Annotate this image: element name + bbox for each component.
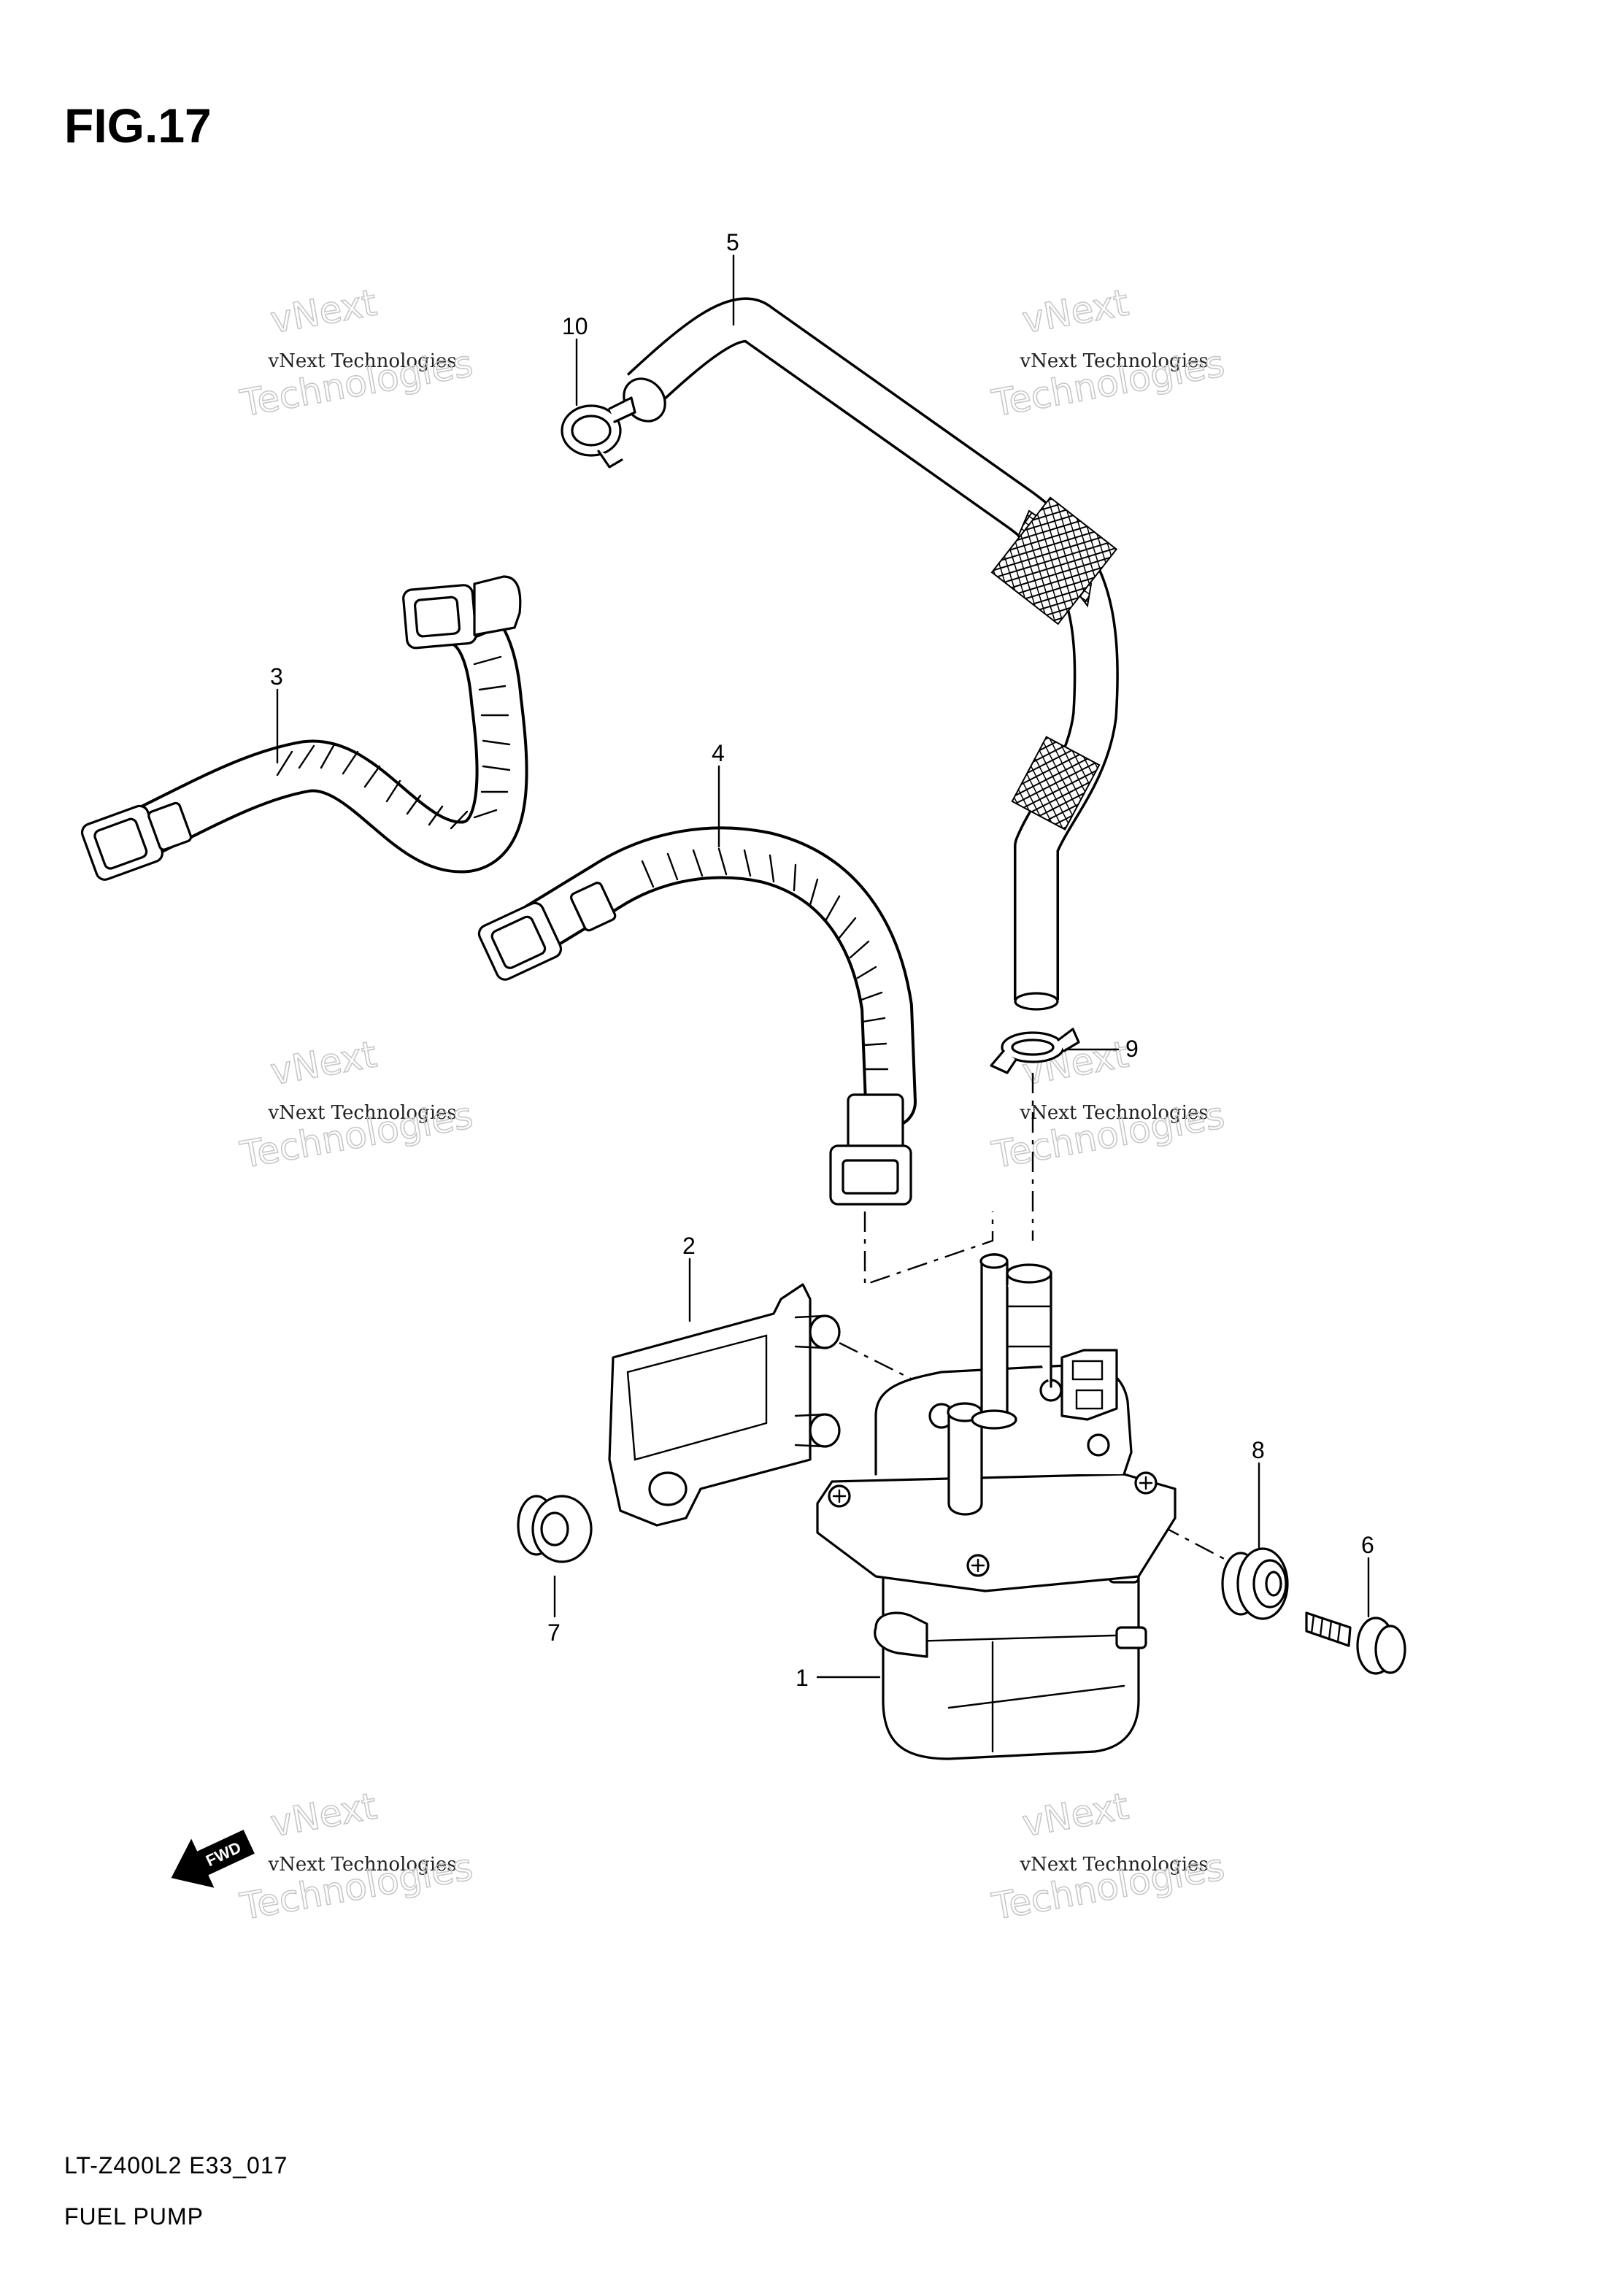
svg-text:vNext: vNext (267, 282, 380, 342)
section-title: FUEL PUMP (64, 2203, 204, 2230)
part-6-bolt[interactable] (1305, 1611, 1406, 1675)
svg-text:vNext Technologies: vNext Technologies (1019, 350, 1208, 372)
callout-3: 3 (270, 663, 283, 690)
part-8-grommet[interactable] (1221, 1547, 1289, 1620)
part-7-grommet[interactable] (517, 1495, 593, 1563)
part-3-fuel-hose-assembly[interactable] (80, 575, 528, 882)
part-9-clamp[interactable] (990, 1028, 1080, 1074)
svg-text:vNext Technologies: vNext Technologies (1019, 1854, 1208, 1876)
callout-7: 7 (547, 1619, 561, 1646)
callout-10: 10 (562, 313, 588, 339)
watermark-top-left: vNext vNext Technologies Technologies (236, 281, 477, 425)
watermark-bottom-left: vNext vNext Technologies Technologies (236, 1784, 477, 1929)
svg-text:vNext Technologies: vNext Technologies (1019, 1102, 1208, 1124)
watermark-bottom-right: vNext vNext Technologies Technologies (988, 1784, 1228, 1929)
svg-text:vNext: vNext (1019, 1785, 1131, 1845)
svg-text:vNext: vNext (267, 1785, 380, 1845)
model-code: LT-Z400L2 E33_017 (64, 2152, 288, 2178)
part-1-fuel-pump[interactable] (816, 1253, 1177, 1760)
svg-text:vNext Technologies: vNext Technologies (267, 1102, 456, 1124)
callout-8: 8 (1252, 1437, 1265, 1463)
part-4-fuel-hose-assembly[interactable] (476, 826, 917, 1206)
part-10-clamp[interactable] (561, 396, 636, 469)
watermark-top-right: vNext vNext Technologies Technologies (988, 281, 1228, 425)
callout-1: 1 (796, 1665, 809, 1691)
callout-4: 4 (712, 740, 725, 766)
svg-text:vNext Technologies: vNext Technologies (267, 350, 456, 372)
svg-text:vNext Technologies: vNext Technologies (267, 1854, 456, 1876)
fwd-arrow-icon: FWD (171, 1830, 255, 1888)
callout-6: 6 (1361, 1532, 1374, 1558)
svg-text:vNext: vNext (267, 1033, 380, 1093)
svg-text:vNext: vNext (1019, 282, 1131, 342)
callout-2: 2 (682, 1233, 696, 1259)
figure-title: FIG.17 (64, 99, 212, 153)
callout-9: 9 (1125, 1036, 1139, 1062)
part-2-bracket[interactable] (608, 1283, 841, 1527)
part-5-fuel-hose[interactable] (615, 297, 1119, 1011)
watermark-mid-left: vNext vNext Technologies Technologies (236, 1033, 477, 1177)
callout-5: 5 (726, 229, 739, 255)
callout-leaders (276, 254, 1370, 1679)
